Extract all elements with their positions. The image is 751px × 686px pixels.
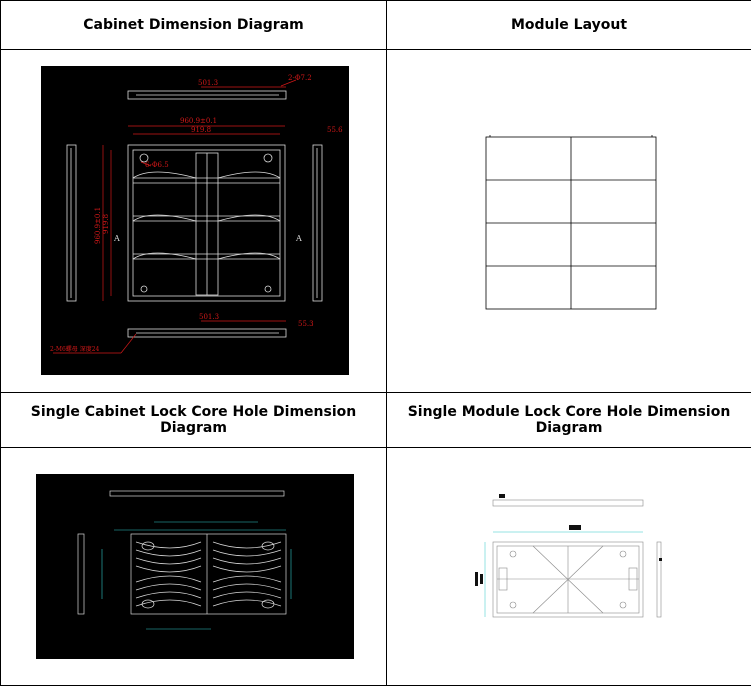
image-row-2: [0, 446, 751, 686]
header-row-2: Single Cabinet Lock Core Hole Dimension …: [0, 391, 751, 448]
cabinet-dimension-cell: 501.3 2-Φ7.2 960.9±0.1 919.8 55.6 6-Φ6.5…: [0, 49, 387, 393]
cabinet-lock-hole-cell: [0, 446, 387, 686]
inner-height-label: 919.8: [102, 214, 110, 234]
header-cabinet-dimension: Cabinet Dimension Diagram: [0, 0, 387, 51]
outer-width-label: 960.9±0.1: [180, 117, 217, 125]
bottom-note-label: 2-M6螺母 深度24: [50, 345, 100, 353]
bottom-width-label: 501.3: [199, 313, 219, 321]
cabinet-lock-hole-diagram: [36, 473, 354, 659]
section-a-left-label: A: [113, 234, 120, 243]
right-depth-label: 55.6: [327, 126, 343, 134]
header-module-lock-hole: Single Module Lock Core Hole Dimension D…: [386, 391, 751, 448]
inner-width-label: 919.8: [191, 126, 211, 134]
module-lock-hole-cell: [386, 446, 751, 686]
module-lock-hole-diagram: [475, 493, 662, 617]
section-a-right-label: A: [295, 234, 302, 243]
header-row-1: Cabinet Dimension Diagram Module Layout: [0, 0, 751, 51]
bottom-depth-label: 55.3: [298, 320, 314, 328]
module-layout-diagram: [485, 135, 657, 310]
top-width-label: 501.3: [198, 79, 218, 87]
top-corner-label: 2-Φ7.2: [288, 74, 312, 82]
image-row-1: 501.3 2-Φ7.2 960.9±0.1 919.8 55.6 6-Φ6.5…: [0, 49, 751, 393]
header-cabinet-lock-hole: Single Cabinet Lock Core Hole Dimension …: [0, 391, 387, 448]
header-module-layout: Module Layout: [386, 0, 751, 51]
hole-note-label: 6-Φ6.5: [145, 161, 169, 169]
outer-height-label: 960.9±0.1: [94, 207, 102, 244]
module-layout-cell: [386, 49, 751, 393]
cabinet-dimension-diagram: 501.3 2-Φ7.2 960.9±0.1 919.8 55.6 6-Φ6.5…: [41, 66, 349, 376]
